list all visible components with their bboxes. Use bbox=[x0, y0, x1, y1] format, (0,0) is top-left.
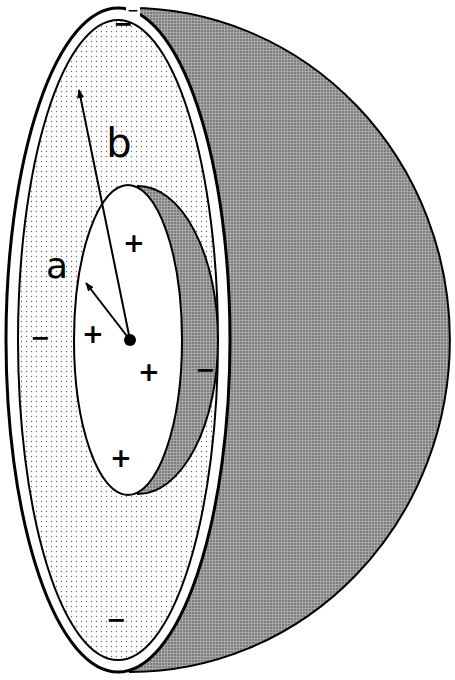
radius-label: b bbox=[106, 123, 131, 163]
shell-interior bbox=[18, 20, 218, 660]
charge-sign: + bbox=[138, 359, 160, 385]
charge-sign: − bbox=[106, 608, 126, 632]
charge-sign: − bbox=[195, 358, 215, 382]
charge-sign: + bbox=[82, 321, 104, 347]
charge-sign: + bbox=[110, 445, 132, 471]
charge-sign: + bbox=[123, 230, 145, 256]
charge-sign: − bbox=[113, 12, 133, 36]
inner-sphere-face bbox=[74, 185, 182, 495]
center-dot bbox=[124, 334, 136, 346]
radius-label: a bbox=[46, 248, 68, 284]
outer-shell-face bbox=[6, 8, 230, 672]
charge-sign: − bbox=[30, 326, 50, 350]
